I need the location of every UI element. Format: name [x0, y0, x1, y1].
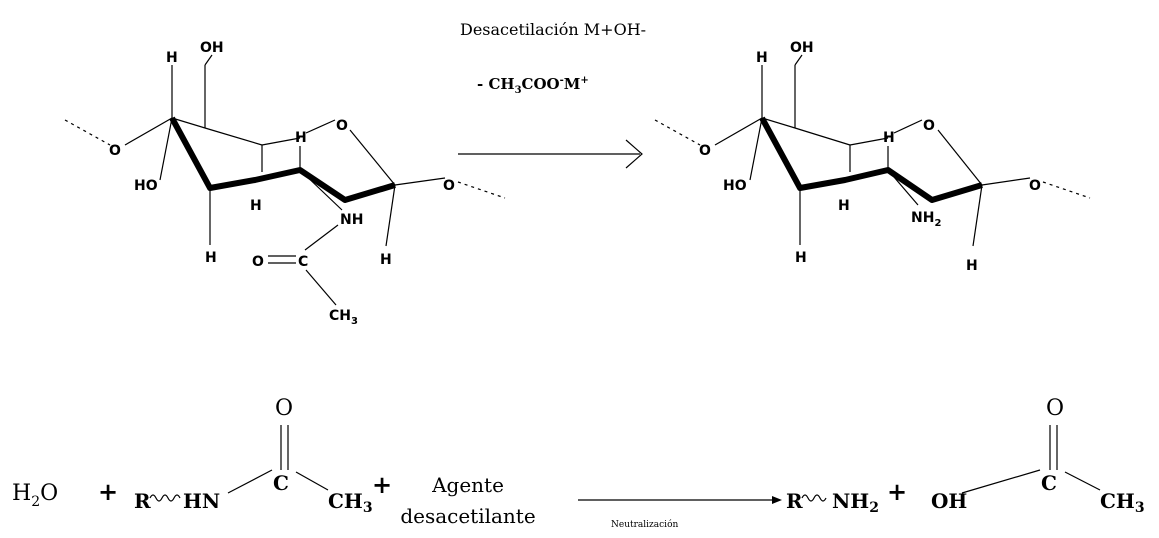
wavy-bond-icon	[149, 494, 181, 502]
atom-o-ring: O	[923, 118, 935, 134]
reaction-arrow-1	[458, 139, 643, 169]
amine-nh2: NH2	[832, 489, 879, 516]
atom-h-lower: H	[205, 250, 217, 266]
reaction-arrow-2	[578, 496, 782, 504]
chitin-unit: O H OH H O HO H H O NH H O C CH3	[64, 40, 506, 327]
amide-ch3: CH3	[328, 489, 373, 516]
ring-front-edge	[169, 116, 396, 203]
acid-ch3: CH3	[1100, 489, 1145, 516]
atom-h-right: H	[380, 252, 392, 268]
ring-front-edge	[759, 116, 983, 203]
condition-top-text: Desacetilación M+OH-	[460, 20, 646, 39]
chitosan-unit: O H OH H O HO H H O H NH2	[654, 40, 1091, 274]
atom-o-ring: O	[336, 118, 348, 134]
atom-ho-left: HO	[134, 178, 158, 194]
atom-o-link-left: O	[109, 143, 121, 159]
acid-c: C	[1041, 471, 1057, 495]
agent-line-2: desacetilante	[400, 504, 535, 528]
glycosidic-link-left	[64, 119, 111, 146]
atom-h-right: H	[966, 258, 978, 274]
atom-h-ring: H	[883, 130, 895, 146]
acid-o: O	[1046, 396, 1064, 421]
amide-c: C	[273, 471, 289, 495]
acetyl-c: C	[298, 254, 308, 270]
neutralization-label: Neutralización	[611, 519, 678, 530]
plus-sign-3: +	[887, 477, 907, 506]
atom-h-lower: H	[795, 250, 807, 266]
atom-nh: NH	[340, 212, 363, 228]
atom-o-link-left: O	[699, 143, 711, 159]
condition-bottom-text: - CH3COO-M+	[477, 75, 589, 96]
amine-r: R	[786, 489, 803, 513]
amide-r: R	[134, 489, 151, 513]
plus-sign-2: +	[372, 470, 392, 499]
plus-sign-1: +	[98, 477, 118, 506]
atom-o-link-right: O	[1029, 178, 1041, 194]
atom-h-mid: H	[838, 198, 850, 214]
atom-h-top: H	[756, 50, 768, 66]
acetyl-ch3: CH3	[329, 308, 358, 327]
acid-oh: OH	[931, 489, 967, 513]
amine-nh2: NH2	[911, 210, 941, 229]
atom-h-top: H	[166, 50, 178, 66]
atom-oh-top: OH	[790, 40, 814, 56]
acetyl-o: O	[252, 254, 264, 270]
glycosidic-link-right	[457, 181, 506, 199]
deacetylation-conditions: Desacetilación M+OH- - CH3COO-M+	[458, 20, 646, 169]
glycosidic-link-right	[1042, 181, 1091, 199]
amide-hn: HN	[183, 489, 220, 513]
atom-o-link-right: O	[443, 178, 455, 194]
amide-o: O	[275, 396, 293, 421]
atom-ho-left: HO	[723, 178, 747, 194]
general-equation: H2O + R HN C O CH3 + Agente desacetilant…	[12, 396, 1145, 530]
acetic-acid-molecule: OH C O CH3	[931, 396, 1145, 516]
glycosidic-link-left	[654, 119, 701, 146]
amine-molecule: R NH2	[786, 489, 879, 516]
atom-h-mid: H	[250, 198, 262, 214]
amide-molecule: R HN C O CH3	[134, 396, 373, 516]
atom-oh-top: OH	[200, 40, 224, 56]
atom-h-ring: H	[295, 130, 307, 146]
water-formula: H2O	[12, 481, 58, 510]
wavy-bond-icon	[801, 494, 827, 502]
agent-line-1: Agente	[431, 473, 504, 497]
